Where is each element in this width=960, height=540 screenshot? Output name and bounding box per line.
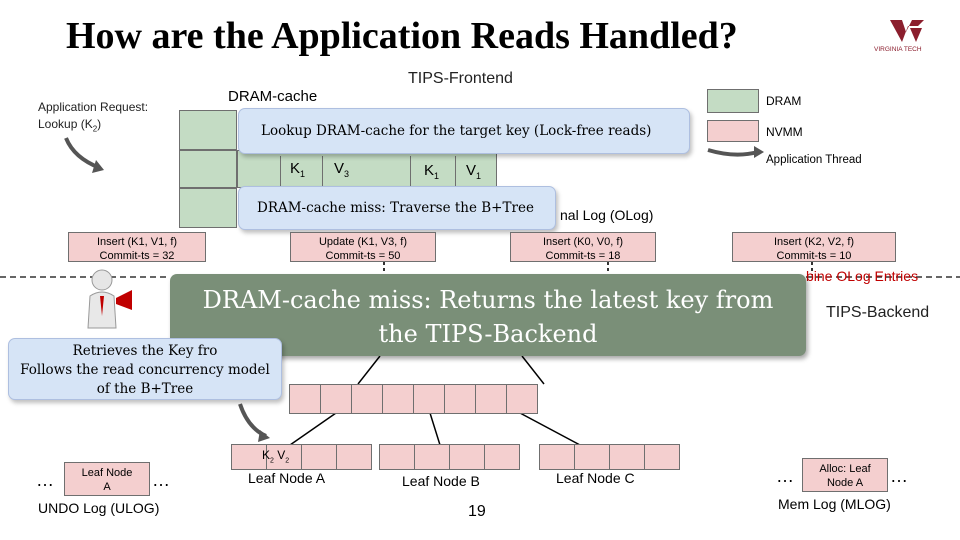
legend-thread-arrow [707, 148, 759, 157]
leaf-b-label: Leaf Node B [402, 473, 480, 489]
cache-val-2: V1 [466, 162, 482, 181]
mlog-ellipsis-left: … [776, 466, 794, 486]
legend-dram-swatch [707, 89, 759, 113]
page-number: 19 [468, 503, 486, 520]
app-thread-arrow-3 [238, 403, 267, 438]
cache-column-cell [179, 188, 237, 228]
cache-miss-banner: DRAM-cache miss: Returns the latest key … [170, 274, 806, 356]
tips-frontend-label: TIPS-Frontend [408, 70, 513, 87]
internal-node [289, 384, 538, 414]
leaf-a-label: Leaf Node A [248, 470, 326, 486]
person-with-megaphone-icon [80, 268, 136, 330]
leaf-node-c [539, 444, 680, 470]
mlog-ellipsis-right: … [890, 466, 908, 486]
legend-dram-label: DRAM [766, 94, 802, 108]
ulog-ellipsis-right: … [152, 470, 170, 490]
cache-key-2: K1 [424, 162, 440, 181]
app-thread-arrow-1 [64, 137, 101, 170]
dram-cache-label: DRAM-cache [228, 88, 318, 105]
cache-key-1: K1 [290, 160, 306, 179]
ulog-ellipsis-left: … [36, 470, 54, 490]
leaf-node-a [231, 444, 372, 470]
lookup-callout: Lookup DRAM-cache for the target key (Lo… [238, 108, 690, 154]
cache-miss-callout: DRAM-cache miss: Traverse the B+Tree [238, 186, 556, 230]
legend-nvmm-label: NVMM [766, 125, 803, 139]
ulog-label: UNDO Log (ULOG) [38, 500, 160, 516]
cache-val-1: V3 [334, 160, 350, 179]
olog-entry: Insert (K2, V2, f)Commit-ts = 10 [732, 232, 896, 262]
olog-entry: Insert (K0, V0, f)Commit-ts = 18 [510, 232, 656, 262]
retrieves-callout: Retrieves the Key fro Follows the read c… [8, 338, 282, 400]
leaf-node-b [379, 444, 520, 470]
mlog-label: Mem Log (MLOG) [778, 496, 891, 512]
slide-title: How are the Application Reads Handled? [66, 15, 738, 57]
olog-entry: Update (K1, V3, f)Commit-ts = 50 [290, 232, 436, 262]
tips-backend-label: TIPS-Backend [826, 304, 930, 321]
virginia-tech-logo: VIRGINIA TECH [872, 18, 934, 54]
leaf-c-label: Leaf Node C [556, 470, 635, 486]
cache-column-cell [179, 110, 237, 150]
combine-olog-label: bine OLog Entries [806, 268, 919, 284]
cache-column-cell [179, 150, 237, 188]
vt-logo-icon: VIRGINIA TECH [874, 20, 924, 53]
olog-label: nal Log (OLog) [560, 207, 654, 223]
leaf-a-entry: K2 V2 [262, 448, 290, 465]
olog-entry: Insert (K1, V1, f)Commit-ts = 32 [68, 232, 206, 262]
legend-app-thread-label: Application Thread [766, 154, 862, 166]
vt-logo-text: VIRGINIA TECH [874, 46, 922, 53]
cache-row [237, 150, 497, 188]
legend-nvmm-swatch [707, 120, 759, 142]
app-request-label: Application Request: Lookup (K2) [38, 100, 149, 134]
